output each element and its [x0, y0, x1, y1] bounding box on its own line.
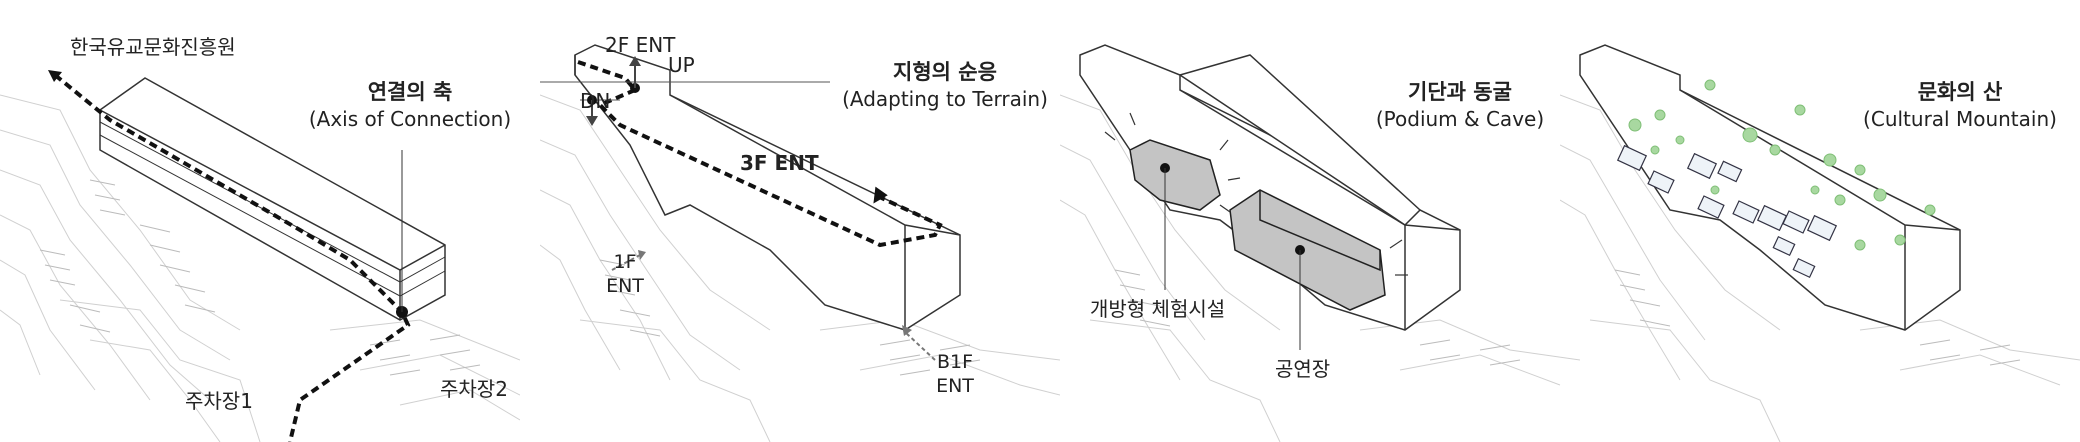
label-1f-ent-word: ENT — [606, 275, 644, 297]
trees — [1628, 79, 1936, 251]
label-1f-ent: 1F ENT — [600, 250, 650, 298]
up-arrowhead — [629, 56, 641, 66]
label-parking1: 주차장1 — [185, 389, 253, 413]
cave-experience — [1129, 139, 1221, 211]
ent1f-arrow — [611, 254, 641, 271]
dn-arrowhead — [586, 116, 598, 126]
cave-performance — [1229, 189, 1386, 311]
diagram-terrain — [540, 44, 1060, 442]
panel-adapting-to-terrain: 2F ENT UP DN 3F ENT 1F ENT B1F ENT 지형의 순… — [540, 0, 1060, 442]
diagram-podium — [1060, 44, 1580, 442]
label-3f-ent: 3F ENT — [740, 151, 819, 175]
title-ko: 연결의 축 — [367, 80, 453, 104]
label-b1f: B1F — [936, 351, 974, 373]
panel-cultural-mountain: 문화의 산 (Cultural Mountain) — [1560, 0, 2080, 442]
terrace-hatching — [599, 259, 981, 376]
entb1f-arrowhead — [902, 325, 912, 336]
title-ko: 기단과 동굴 — [1408, 80, 1512, 104]
title-ko: 문화의 산 — [1917, 80, 2003, 104]
rays — [1104, 112, 1408, 276]
title-ko: 지형의 순응 — [893, 60, 997, 84]
label-b1f-ent: B1F ENT — [925, 350, 985, 398]
axis-path — [53, 73, 411, 442]
building-mass — [574, 44, 961, 331]
panel-title: 기단과 동굴 (Podium & Cave) — [1360, 78, 1560, 132]
route-arrow — [873, 186, 888, 204]
diagram-axis — [0, 70, 520, 442]
label-up: UP — [668, 53, 695, 77]
terrace-hatching — [1114, 269, 1521, 366]
terrace-hatching — [39, 179, 481, 376]
label-1f: 1F — [613, 251, 637, 273]
ent1f-arrowhead — [638, 250, 646, 260]
label-parking2: 주차장2 — [440, 377, 508, 401]
title-en: (Adapting to Terrain) — [842, 87, 1048, 111]
label-dn: DN — [580, 89, 611, 113]
title-en: (Cultural Mountain) — [1863, 107, 2057, 131]
label-b1f-ent-word: ENT — [936, 375, 974, 397]
roof-boxes — [1616, 144, 1838, 279]
terrain-contours — [0, 94, 520, 442]
panel-title: 연결의 축 (Axis of Connection) — [300, 78, 520, 132]
label-2f-ent: 2F ENT — [605, 33, 676, 57]
label-performance: 공연장 — [1275, 357, 1331, 381]
title-en: (Podium & Cave) — [1375, 107, 1545, 131]
building-mass — [99, 77, 446, 321]
panel-axis-of-connection: 한국유교문화진흥원 연결의 축 (Axis of Connection) 주차장… — [0, 0, 520, 442]
axis-arrow — [48, 70, 62, 82]
panel-podium-and-cave: 개방형 체험시설 공연장 기단과 동굴 (Podium & Cave) — [1060, 0, 1580, 442]
terrace-hatching — [1614, 269, 2021, 366]
title-en: (Axis of Connection) — [308, 107, 512, 131]
panel-title: 지형의 순응 (Adapting to Terrain) — [825, 58, 1060, 112]
label-experience: 개방형 체험시설 — [1090, 297, 1226, 321]
diagram-mountain — [1560, 44, 2080, 442]
panel-title: 문화의 산 (Cultural Mountain) — [1850, 78, 2070, 132]
label-institute: 한국유교문화진흥원 — [70, 35, 236, 59]
